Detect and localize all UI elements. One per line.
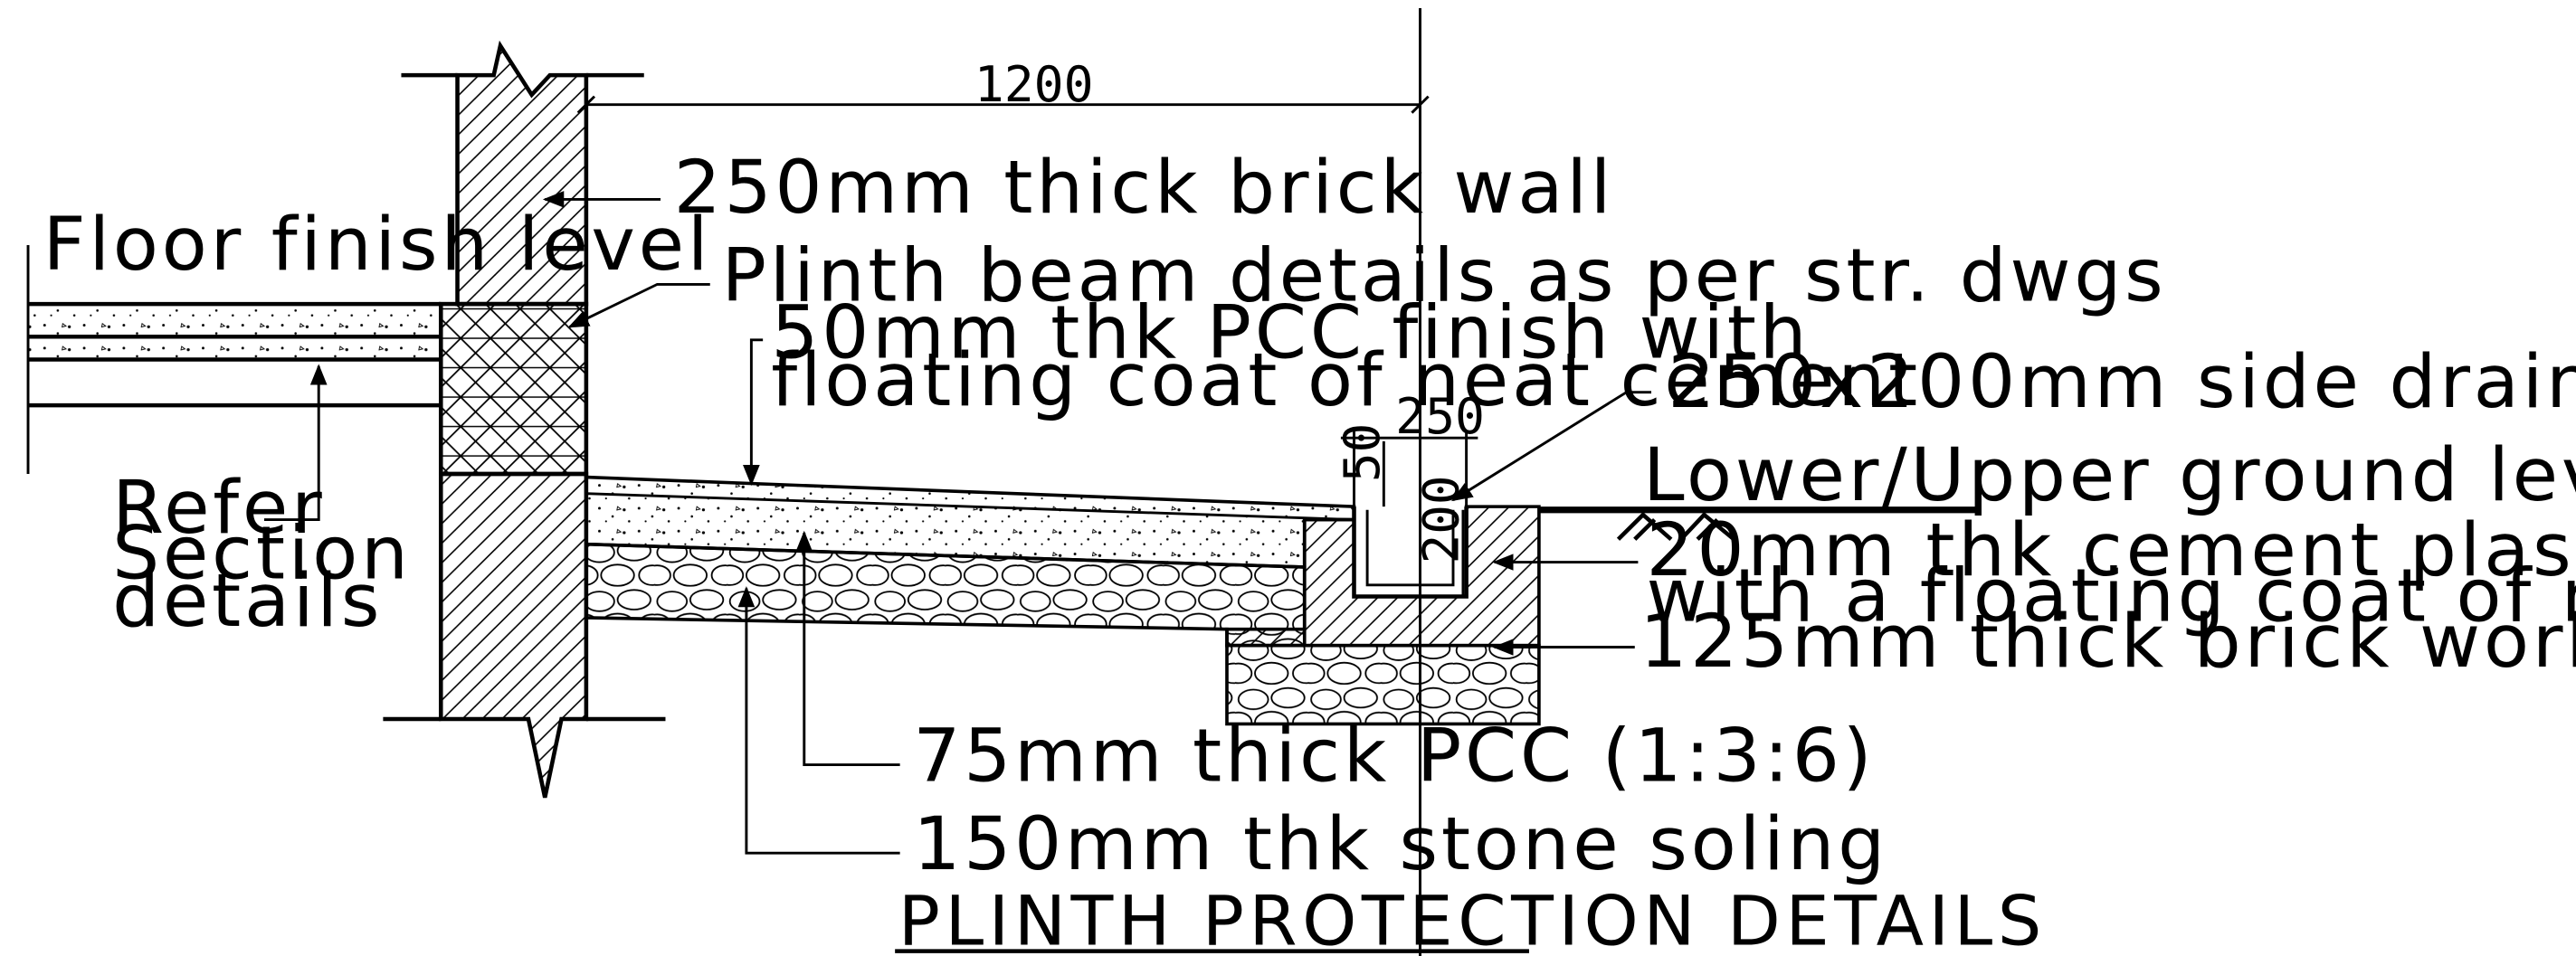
plinth-beam	[438, 301, 589, 477]
plaster-label-1: 20mm thk cement plaster (1:3) finished	[1647, 507, 2576, 593]
plaster-label-2: with a floating coat of neat cement	[1647, 554, 2576, 639]
dimension-250-text: 250	[1395, 387, 1485, 445]
plinth-beam-label: Plinth beam details as per str. dwgs	[722, 233, 2167, 319]
side-drains-label: 250x200mm side drains	[1668, 339, 2576, 425]
dimension-vertical: 50 200	[1333, 423, 1470, 597]
brick-wall-label: 250mm thick brick wall	[674, 145, 1615, 231]
pcc-finish-label-1: 50mm thk PCC finish with	[771, 290, 1810, 376]
floor-finish-label: Floor finish level	[43, 203, 711, 289]
drain-stone-base	[1225, 643, 1541, 726]
brick-work-label: 125mm thick brick work	[1640, 600, 2576, 686]
floor-slab	[26, 245, 442, 474]
ground-level	[1538, 506, 1982, 541]
foundation-wall	[383, 471, 666, 799]
dimension-50-text: 50	[1333, 423, 1391, 482]
stone-soling-label: 150mm thk stone soling	[913, 802, 1888, 888]
brick-wall	[401, 40, 644, 307]
side-drain	[1352, 506, 1469, 599]
leader-lines	[264, 191, 1651, 855]
refer-label-1: Refer	[112, 465, 325, 551]
ground-level-label: Lower/Upper ground level	[1643, 432, 2576, 518]
dimension-1200-text: 1200	[974, 55, 1094, 113]
pcc-75-label: 75mm thick PCC (1:3:6)	[913, 714, 1875, 800]
dimension-1200: 1200	[576, 55, 1430, 114]
refer-label-2: Section	[112, 511, 412, 597]
dimension-200-text: 200	[1412, 475, 1469, 563]
refer-label-3: details	[112, 558, 383, 644]
pcc-finish-label-2: floating coat of neat cement	[771, 337, 1921, 423]
drawing-title: PLINTH PROTECTION DETAILS	[898, 881, 2047, 956]
